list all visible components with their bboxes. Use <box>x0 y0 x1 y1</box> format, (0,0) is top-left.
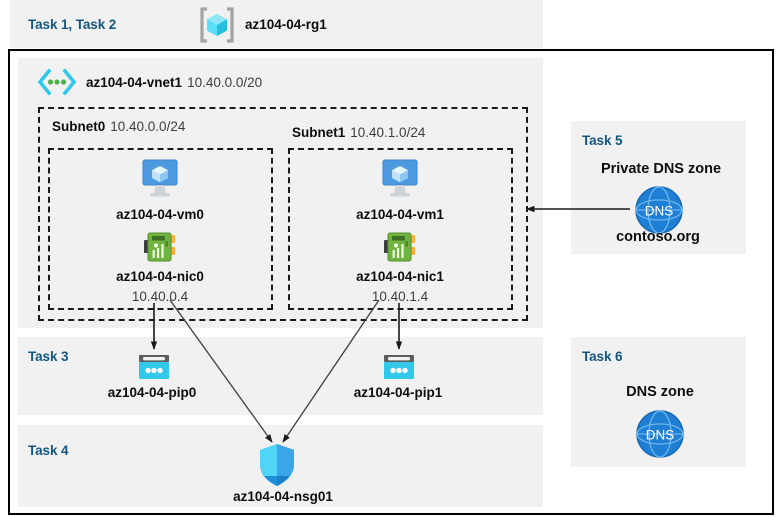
subnet0-name: Subnet0 <box>52 119 106 134</box>
subnet0-header: Subnet0 10.40.0.0/24 <box>52 119 185 134</box>
vnet-header: az104-04-vnet1 10.40.0.0/20 <box>86 75 262 90</box>
svg-text:DNS: DNS <box>645 204 674 219</box>
subnet1-name: Subnet1 <box>292 125 346 140</box>
nic0-ip: 10.40.0.4 <box>131 289 189 304</box>
resource-group-frame <box>8 49 774 515</box>
vnet-cidr: 10.40.0.0/20 <box>187 75 263 90</box>
resource-group-name: az104-04-rg1 <box>245 17 327 32</box>
network-interface-icon <box>143 231 177 263</box>
subnet0-box <box>48 148 273 310</box>
vnet-panel <box>18 58 543 328</box>
network-security-group-icon <box>256 443 298 487</box>
dns-zone-heading: DNS zone <box>626 384 694 400</box>
vm1-name: az104-04-vm1 <box>356 207 444 222</box>
public-ip-address-icon <box>382 354 416 382</box>
task3-label: Task 3 <box>28 349 69 364</box>
subnet1-header: Subnet1 10.40.1.0/24 <box>292 125 425 140</box>
virtual-machine-icon <box>377 158 423 200</box>
private-dns-zone-heading: Private DNS zone <box>600 161 722 177</box>
nic1-name: az104-04-nic1 <box>356 269 444 284</box>
virtual-network-icon <box>36 68 78 96</box>
vnet-name: az104-04-vnet1 <box>86 75 183 90</box>
vm0-name: az104-04-vm0 <box>116 207 204 222</box>
dns-zone-icon: DNS <box>634 408 686 460</box>
contoso-zone-name: contoso.org <box>616 229 700 245</box>
subnet1-box <box>288 148 513 310</box>
task1-task2-label: Task 1, Task 2 <box>28 17 117 32</box>
virtual-machine-icon <box>137 158 183 200</box>
svg-text:DNS: DNS <box>646 428 675 443</box>
subnet1-cidr: 10.40.1.0/24 <box>350 125 426 140</box>
task3-panel <box>18 337 543 415</box>
pip1-name: az104-04-pip1 <box>353 385 443 400</box>
nsg01-name: az104-04-nsg01 <box>233 489 333 504</box>
subnet0-cidr: 10.40.0.0/24 <box>110 119 186 134</box>
task5-label: Task 5 <box>582 133 623 148</box>
nic1-ip: 10.40.1.4 <box>371 289 429 304</box>
network-interface-icon <box>383 231 417 263</box>
pip0-name: az104-04-pip0 <box>107 385 197 400</box>
task4-label: Task 4 <box>28 443 69 458</box>
resource-group-icon <box>198 6 236 44</box>
header-panel <box>10 0 543 48</box>
nic0-name: az104-04-nic0 <box>116 269 204 284</box>
task6-label: Task 6 <box>582 349 623 364</box>
public-ip-address-icon <box>137 354 171 382</box>
dns-zone-icon: DNS <box>633 184 685 236</box>
